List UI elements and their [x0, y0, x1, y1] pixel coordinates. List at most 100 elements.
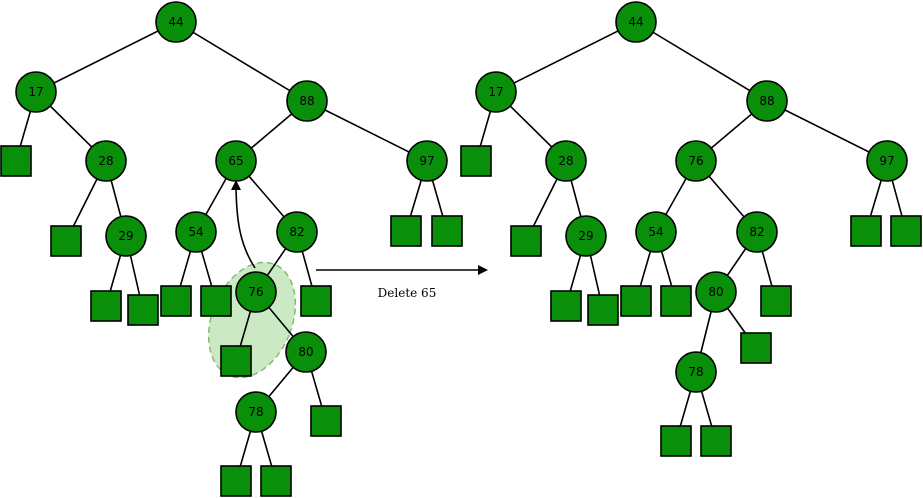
after-null-leaf — [850, 215, 882, 247]
before-node-78: 78 — [235, 391, 277, 433]
node-key-label: 54 — [648, 225, 663, 239]
highlight-layer — [207, 261, 297, 379]
node-circle — [235, 391, 277, 433]
node-circle — [15, 71, 57, 113]
node-key-label: 78 — [248, 405, 263, 419]
node-key-label: 88 — [759, 94, 774, 108]
before-null-leaf — [310, 405, 342, 437]
before-null-leaf — [431, 215, 463, 247]
node-circle — [866, 140, 908, 182]
after-null-leaf — [620, 285, 652, 317]
after-null-leaf — [760, 285, 792, 317]
before-edge — [175, 21, 308, 102]
annotations-layer: Delete 65 — [231, 180, 488, 300]
after-node-17: 17 — [475, 71, 517, 113]
before-null-leaf — [0, 145, 32, 177]
node-circle — [276, 211, 318, 253]
before-null-leaf — [300, 285, 332, 317]
before-node-97: 97 — [406, 140, 448, 182]
before-node-88: 88 — [286, 80, 328, 122]
node-key-label: 82 — [749, 225, 764, 239]
after-null-leaf — [460, 145, 492, 177]
after-node-78: 78 — [675, 351, 717, 393]
before-edge — [35, 21, 177, 93]
node-circle — [285, 331, 327, 373]
before-node-65: 65 — [215, 140, 257, 182]
node-key-label: 54 — [188, 225, 203, 239]
after-null-leaf — [587, 294, 619, 326]
node-circle — [635, 211, 677, 253]
before-null-leaf — [127, 294, 159, 326]
after-null-leaf — [660, 425, 692, 457]
node-key-label: 80 — [708, 285, 723, 299]
node-key-label: 76 — [248, 285, 263, 299]
after-node-80: 80 — [695, 271, 737, 313]
node-circle — [565, 215, 607, 257]
after-null-leaf — [700, 425, 732, 457]
before-null-leaf — [390, 215, 422, 247]
node-key-label: 78 — [688, 365, 703, 379]
after-node-97: 97 — [866, 140, 908, 182]
node-key-label: 76 — [688, 154, 703, 168]
node-key-label: 97 — [419, 154, 434, 168]
before-null-leaf — [160, 285, 192, 317]
after-null-leaf — [660, 285, 692, 317]
successor-highlight — [207, 261, 297, 379]
node-key-label: 29 — [118, 229, 133, 243]
before-node-29: 29 — [105, 215, 147, 257]
before-node-54: 54 — [175, 211, 217, 253]
after-node-54: 54 — [635, 211, 677, 253]
after-node-76: 76 — [675, 140, 717, 182]
replacement-arrow — [231, 180, 256, 269]
node-circle — [235, 271, 277, 313]
node-key-label: 28 — [98, 154, 113, 168]
node-circle — [175, 211, 217, 253]
before-node-76: 76 — [235, 271, 277, 313]
node-circle — [475, 71, 517, 113]
before-null-leaf — [200, 285, 232, 317]
node-circle — [736, 211, 778, 253]
after-null-leaf — [890, 215, 922, 247]
node-circle — [615, 1, 657, 43]
after-node-44: 44 — [615, 1, 657, 43]
operation-label: Delete 65 — [378, 286, 437, 300]
after-node-88: 88 — [746, 80, 788, 122]
node-circle — [286, 80, 328, 122]
node-circle — [545, 140, 587, 182]
node-key-label: 97 — [879, 154, 894, 168]
node-circle — [215, 140, 257, 182]
before-node-28: 28 — [85, 140, 127, 182]
node-key-label: 44 — [628, 15, 643, 29]
after-null-leaf — [740, 332, 772, 364]
node-key-label: 17 — [28, 85, 43, 99]
before-null-leaf — [50, 225, 82, 257]
after-node-29: 29 — [565, 215, 607, 257]
node-circle — [675, 140, 717, 182]
before-node-44: 44 — [155, 1, 197, 43]
node-key-label: 88 — [299, 94, 314, 108]
after-edge — [766, 100, 888, 162]
node-circle — [85, 140, 127, 182]
after-node-82: 82 — [736, 211, 778, 253]
after-null-leaf — [550, 290, 582, 322]
node-circle — [105, 215, 147, 257]
node-key-label: 17 — [488, 85, 503, 99]
before-node-82: 82 — [276, 211, 318, 253]
node-circle — [695, 271, 737, 313]
node-key-label: 80 — [298, 345, 313, 359]
node-circle — [406, 140, 448, 182]
node-circle — [746, 80, 788, 122]
node-key-label: 28 — [558, 154, 573, 168]
node-key-label: 44 — [168, 15, 183, 29]
before-edge — [306, 100, 428, 162]
node-key-label: 29 — [578, 229, 593, 243]
node-key-label: 82 — [289, 225, 304, 239]
after-edge — [495, 21, 637, 93]
before-node-17: 17 — [15, 71, 57, 113]
after-edge — [635, 21, 768, 102]
before-null-leaf — [220, 465, 252, 497]
after-null-leaf — [510, 225, 542, 257]
before-node-80: 80 — [285, 331, 327, 373]
